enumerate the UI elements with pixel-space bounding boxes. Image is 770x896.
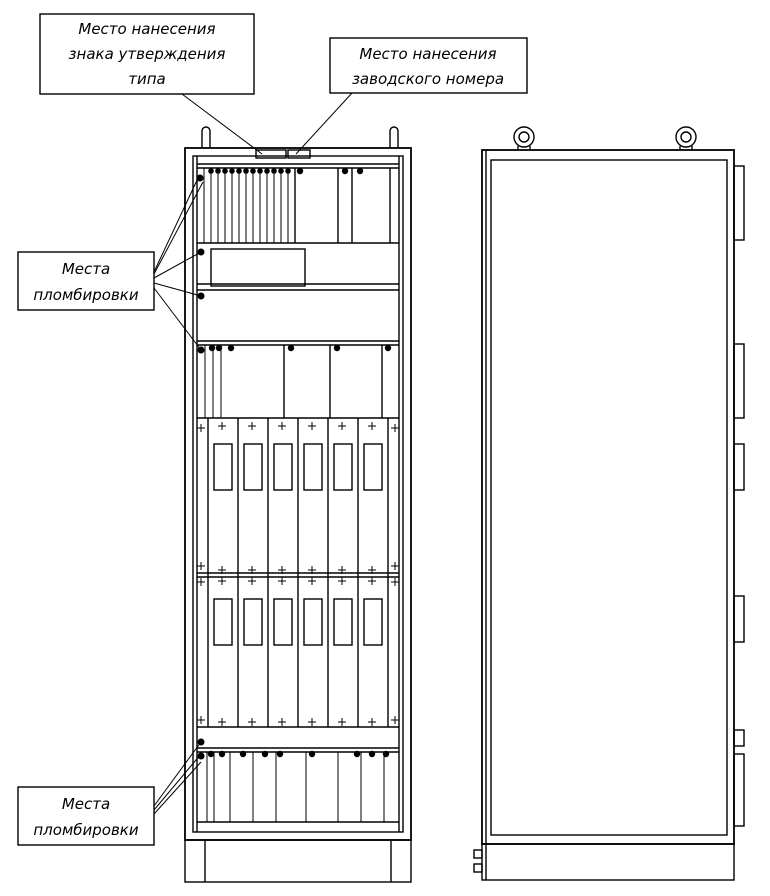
callout-seal-bottom-line2: пломбировки [33,821,138,839]
callout-serial-line2: заводского номера [352,70,504,88]
plus-marks [197,422,399,726]
lifting-eye-right [389,126,399,148]
callout-seal-top: Места пломбировки [17,175,204,351]
callout-type-approval-line3: типа [128,70,166,88]
callout-serial-number: Место нанесения заводского номера [295,37,528,155]
callout-type-approval-line2: знака утверждения [69,45,226,63]
callout-type-approval-line1: Место нанесения [78,20,215,38]
callout-seal-top-line2: пломбировки [33,286,138,304]
middle-module-crate [197,344,399,419]
callout-seal-top-line1: Места [62,260,110,278]
side-door-panel [490,159,728,836]
lower-unit-bay [197,577,399,728]
callout-seal-bottom-line1: Места [62,795,110,813]
display-panel [197,248,399,287]
cabinet-front-view [184,126,412,883]
top-module-crate [197,168,399,244]
display-window [210,248,306,287]
lifting-eye-left [201,126,211,148]
side-hinges [733,165,745,827]
front-plinth [184,839,412,883]
type-mark-plate [255,149,287,159]
seal-points [196,167,392,760]
side-plinth [481,843,735,881]
callout-serial-line1: Место нанесения [359,45,496,63]
upper-unit-bay [197,418,399,578]
side-lifting-eye-left [513,126,535,150]
side-body [481,149,735,845]
cabinet-side-view [473,126,745,881]
side-lifting-eye-right [675,126,697,150]
callout-type-approval-mark: Место нанесения знака утверждения типа [39,13,263,155]
bottom-module-crate [197,747,399,823]
callout-seal-bottom: Места пломбировки [17,741,202,846]
serial-number-plate [287,149,311,159]
